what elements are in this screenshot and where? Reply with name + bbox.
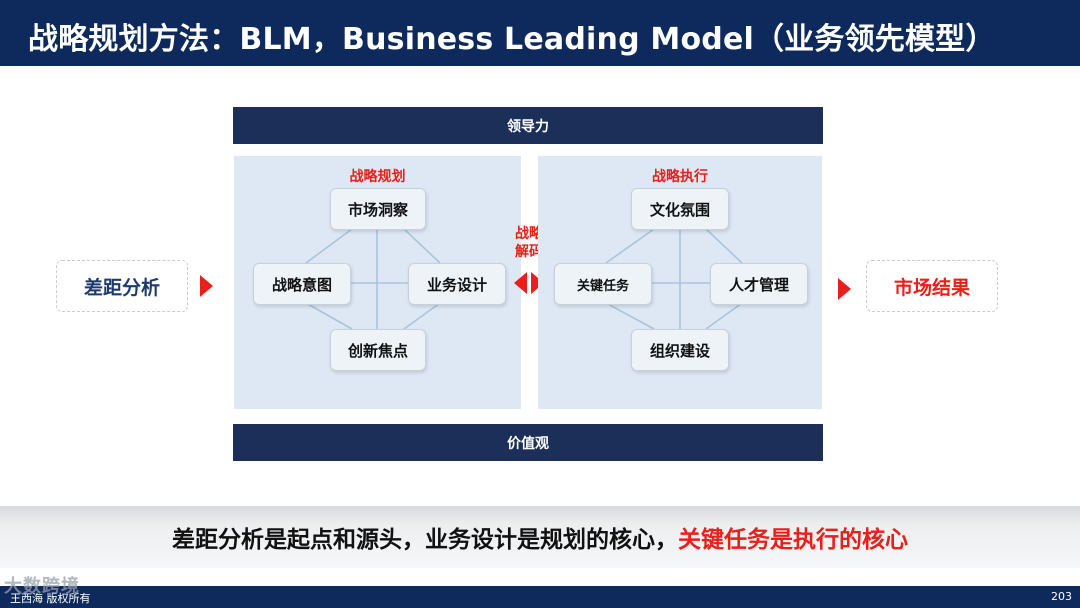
summary-text: 差距分析是起点和源头，业务设计是规划的核心，关键任务是执行的核心 xyxy=(172,520,908,554)
summary-part1: 差距分析是起点和源头，业务设计是规划的核心， xyxy=(172,527,678,553)
watermark-logo: 大数跨境 xyxy=(4,576,80,597)
page-number: 203 xyxy=(1051,590,1072,603)
copyright-text: 王西海 版权所有 xyxy=(10,592,91,605)
critical-tasks-node: 关键任务 xyxy=(554,263,652,305)
culture-climate-node: 文化氛围 xyxy=(631,188,729,230)
leadership-bar: 领导力 xyxy=(233,107,823,144)
input-arrow-icon xyxy=(200,275,213,297)
market-results-label: 市场结果 xyxy=(893,276,970,299)
planning-connector-lines xyxy=(305,228,441,330)
output-arrow-icon xyxy=(838,278,851,300)
strategy-execution-panel: 战略执行 文化氛围 关键任务 人才管理 组织建设 xyxy=(538,156,822,409)
strategy-decode-label: 战略 解码 xyxy=(515,226,543,260)
footer-bar: 王西海 版权所有 203 xyxy=(0,586,1080,608)
leadership-label: 领导力 xyxy=(507,118,549,135)
summary-band: 差距分析是起点和源头，业务设计是规划的核心，关键任务是执行的核心 xyxy=(0,506,1080,568)
gap-analysis-label: 差距分析 xyxy=(83,276,160,299)
talent-management-node: 人才管理 xyxy=(710,263,808,305)
market-insight-node: 市场洞察 xyxy=(330,188,426,230)
slide-title: 战略规划方法：BLM，Business Leading Model（业务领先模型… xyxy=(28,22,996,57)
values-label: 价值观 xyxy=(507,435,549,452)
gap-analysis-box: 差距分析 xyxy=(56,260,188,312)
strategy-planning-title: 战略规划 xyxy=(349,169,406,185)
values-bar: 价值观 xyxy=(233,424,823,461)
innovation-focus-node: 创新焦点 xyxy=(330,329,426,371)
summary-highlight: 关键任务是执行的核心 xyxy=(678,527,908,553)
market-results-box: 市场结果 xyxy=(866,260,998,312)
strategy-execution-title: 战略执行 xyxy=(652,169,708,185)
strategy-planning-panel: 战略规划 市场洞察 战略意图 业务设计 创新焦点 xyxy=(234,156,521,409)
organization-building-node: 组织建设 xyxy=(631,329,729,371)
title-banner: 战略规划方法：BLM，Business Leading Model（业务领先模型… xyxy=(0,0,1080,66)
execution-connector-lines xyxy=(605,228,743,330)
strategic-intent-node: 战略意图 xyxy=(253,263,351,305)
decode-left-arrow-icon xyxy=(514,272,527,294)
business-design-node: 业务设计 xyxy=(408,263,506,305)
